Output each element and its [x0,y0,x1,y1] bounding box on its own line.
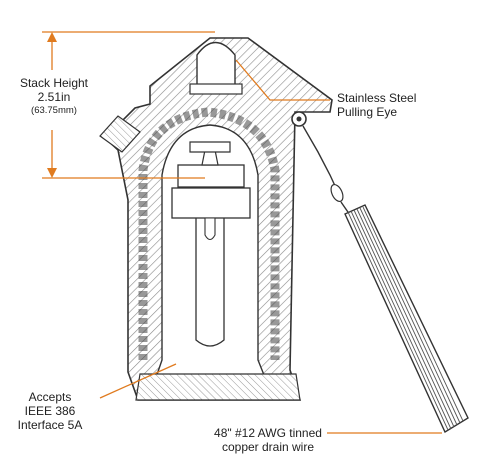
stack-height-mm: (63.75mm) [31,105,77,116]
pulling-eye-line1: Stainless Steel [337,91,417,105]
drain-wire-line2: copper drain wire [221,440,315,454]
dim-arrow-bottom [47,168,57,178]
stack-height-title: Stack Height [19,76,89,90]
cap-bottom-lip [135,373,301,401]
stack-height-inches: 2.51in [37,90,71,104]
pulling-eye-bulb [196,41,236,89]
drain-wire-line1: 48" #12 AWG tinned [214,426,322,440]
dim-arrow-top [47,32,57,42]
pulling-eye-base [189,83,243,95]
pulling-eye-line2: Pulling Eye [337,105,398,119]
accepts-line3: Interface 5A [17,418,83,432]
drain-wire-label: 48" #12 AWG tinned copper drain wire [208,426,328,454]
internal-probe [195,184,225,347]
stack-height-label: Stack Height 2.51in (63.75mm) [8,76,100,118]
pulling-eye-label: Stainless Steel Pulling Eye [337,91,416,119]
side-tab [99,115,141,153]
accepts-leader [99,363,177,399]
accepts-line1: Accepts [28,390,72,404]
probe-shaft [204,217,216,241]
drain-wire-bundle [344,204,469,434]
probe-bolt-head [189,141,231,153]
drain-wire-lead [302,125,337,189]
drain-wire-crimp [330,183,344,203]
pulling-eye-leader [235,59,330,101]
probe-collar [177,164,245,188]
accepts-line2: IEEE 386 [24,404,76,418]
accepts-label: Accepts IEEE 386 Interface 5A [4,390,96,432]
probe-nut [171,187,251,219]
